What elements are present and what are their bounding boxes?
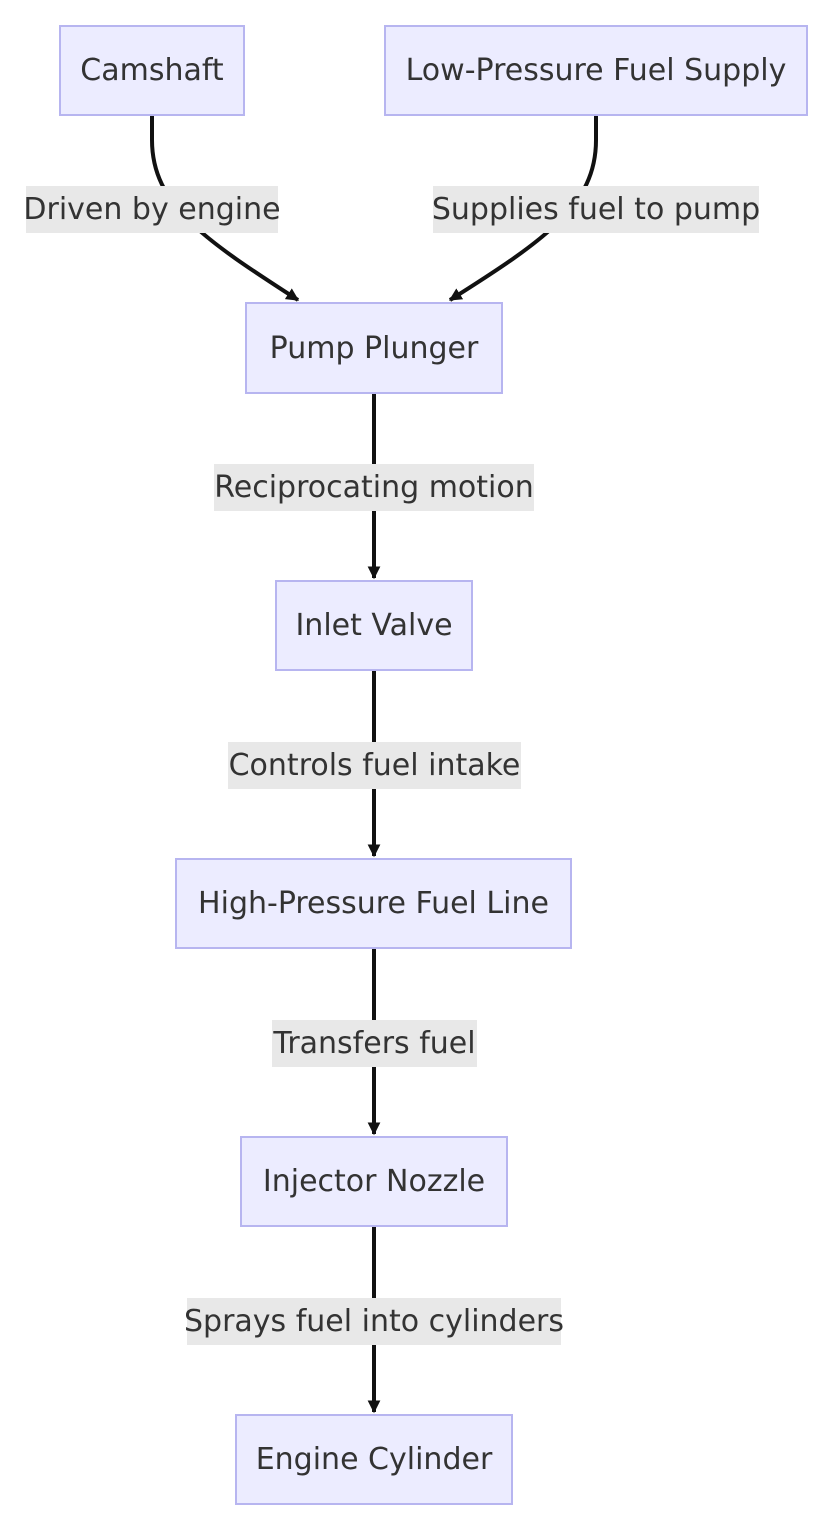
node-injector-nozzle: Injector Nozzle — [240, 1136, 508, 1227]
edge-label-driven-by-engine: Driven by engine — [23, 186, 281, 233]
node-inlet-valve: Inlet Valve — [275, 580, 473, 671]
edge-label-supplies-fuel: Supplies fuel to pump — [432, 186, 760, 233]
node-low-pressure-fuel-supply: Low-Pressure Fuel Supply — [384, 25, 808, 116]
edge-label-controls-fuel-intake: Controls fuel intake — [228, 742, 521, 789]
node-pump-plunger: Pump Plunger — [245, 302, 503, 394]
edge-label-transfers-fuel: Transfers fuel — [272, 1020, 477, 1067]
node-camshaft: Camshaft — [59, 25, 245, 116]
edge-label-reciprocating-motion: Reciprocating motion — [214, 464, 534, 511]
node-engine-cylinder: Engine Cylinder — [235, 1414, 513, 1505]
node-high-pressure-fuel-line: High-Pressure Fuel Line — [175, 858, 572, 949]
edge-label-sprays-fuel: Sprays fuel into cylinders — [184, 1298, 564, 1345]
